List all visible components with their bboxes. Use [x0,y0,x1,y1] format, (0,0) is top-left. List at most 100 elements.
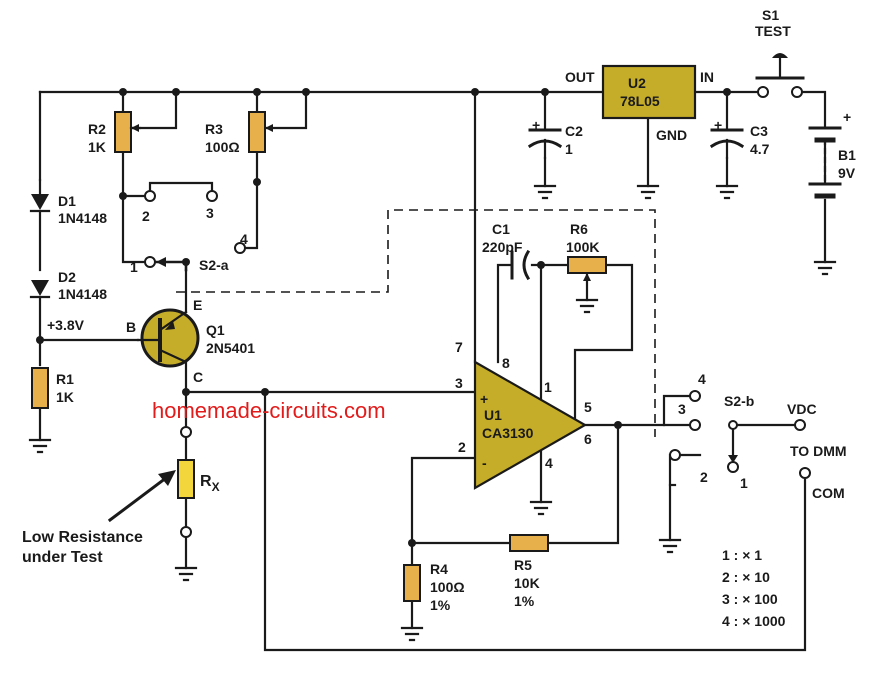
r3-ref: R3 [205,121,223,137]
wires [38,90,827,652]
u1-plus: + [480,391,488,407]
c3-polarity: + [714,117,722,133]
s2a-pos-1: 1 [130,259,138,275]
s2a-rotary-switch[interactable] [144,190,246,272]
s2a-pos-2: 2 [142,208,150,224]
ground-symbols [28,184,837,642]
c3-value: 4.7 [750,141,770,157]
s1-ref: S1 [762,7,779,23]
out-todmm-label: TO DMM [790,443,847,459]
u1-pin-8: 8 [502,355,510,371]
s2b-rotary-switch[interactable] [669,390,739,473]
out-vdc-label: VDC [787,401,817,417]
b1-battery [808,126,842,199]
s2b-pos-4: 4 [698,371,706,387]
range-2: 2 : × 10 [722,569,770,585]
u1-pin-6: 6 [584,431,592,447]
range-3: 3 : × 100 [722,591,778,607]
switch-linkage [176,209,656,437]
s2a-pos-3: 3 [206,205,214,221]
c2-polarity: + [532,117,540,133]
u2-in-label: IN [700,69,714,85]
r1-resistor [31,367,49,409]
s2b-pos-1: 1 [740,475,748,491]
d2-ref: D2 [58,269,76,285]
u1-part: CA3130 [482,425,534,441]
r6-ref: R6 [570,221,588,237]
c3-ref: C3 [750,123,768,139]
d1-diode [29,178,51,213]
out-com-label: COM [812,485,845,501]
r6-value: 100K [566,239,599,255]
c2-ref: C2 [565,123,583,139]
u1-pin-2: 2 [458,439,466,455]
r5-ref: R5 [514,557,532,573]
b1-ref: B1 [838,147,856,163]
rx-note-line2: under Test [22,549,103,566]
d2-diode [29,280,51,299]
u1-pin-1: 1 [544,379,552,395]
u1-pin-5: 5 [584,399,592,415]
u2-out-label: OUT [565,69,595,85]
rx-note-line1: Low Resistance [22,529,143,546]
c1-ref: C1 [492,221,510,237]
s2b-pos-3: 3 [678,401,686,417]
q1-collector-label: C [193,369,203,385]
watermark: homemade-circuits.com [152,398,386,423]
range-1: 1 : × 1 [722,547,762,563]
s2a-ref: S2-a [199,257,229,273]
q1-transistor [136,308,200,368]
q1-base-label: B [126,319,136,335]
rx-ref: RX [200,473,220,494]
s1-name: TEST [755,23,791,39]
rx-terminal-top[interactable] [180,426,192,438]
r3-value: 100Ω [205,139,240,155]
c2-capacitor [527,128,563,160]
q1-emitter-label: E [193,297,202,313]
r1-value: 1K [56,389,74,405]
r1-ref: R1 [56,371,74,387]
s2a-pos-4: 4 [240,231,248,247]
r5-resistor [509,534,549,552]
s2b-pos-2: 2 [700,469,708,485]
r2-ref: R2 [88,121,106,137]
q1-ref: Q1 [206,322,225,338]
rx-terminal-bottom[interactable] [180,526,192,538]
c1-capacitor [510,249,531,281]
u1-pin-4: 4 [545,455,553,471]
b1-value: 9V [838,165,856,181]
q1-part: 2N5401 [206,340,255,356]
s1-test-pushbutton[interactable] [755,53,805,98]
bias-voltage: +3.8V [47,317,85,333]
range-4: 4 : × 1000 [722,613,786,629]
c2-value: 1 [565,141,573,157]
c1-value: 220pF [482,239,523,255]
junction-dots [36,88,731,547]
d1-part: 1N4148 [58,210,107,226]
r2-potentiometer [114,111,142,153]
u2-gnd-label: GND [656,127,687,143]
d2-part: 1N4148 [58,286,107,302]
com-terminal[interactable] [799,467,811,479]
u1-minus: - [482,455,487,471]
vdc-terminal[interactable] [794,419,806,431]
r3-potentiometer [248,111,273,153]
r5-value: 10K [514,575,540,591]
r5-tolerance: 1% [514,593,535,609]
r6-potentiometer [567,256,607,281]
u1-pin-3: 3 [455,375,463,391]
rx-pointer-arrow [107,470,176,523]
u1-ref: U1 [484,407,502,423]
u1-pin-7: 7 [455,339,463,355]
r4-resistor [403,564,421,602]
u1-opamp [473,360,588,490]
u2-ref: U2 [628,75,646,91]
r4-ref: R4 [430,561,448,577]
b1-polarity: + [843,109,851,125]
u2-part: 78L05 [620,93,660,109]
rx-resistor [177,459,195,499]
u2-regulator [601,64,697,120]
c3-capacitor [709,128,745,160]
r4-tolerance: 1% [430,597,451,613]
